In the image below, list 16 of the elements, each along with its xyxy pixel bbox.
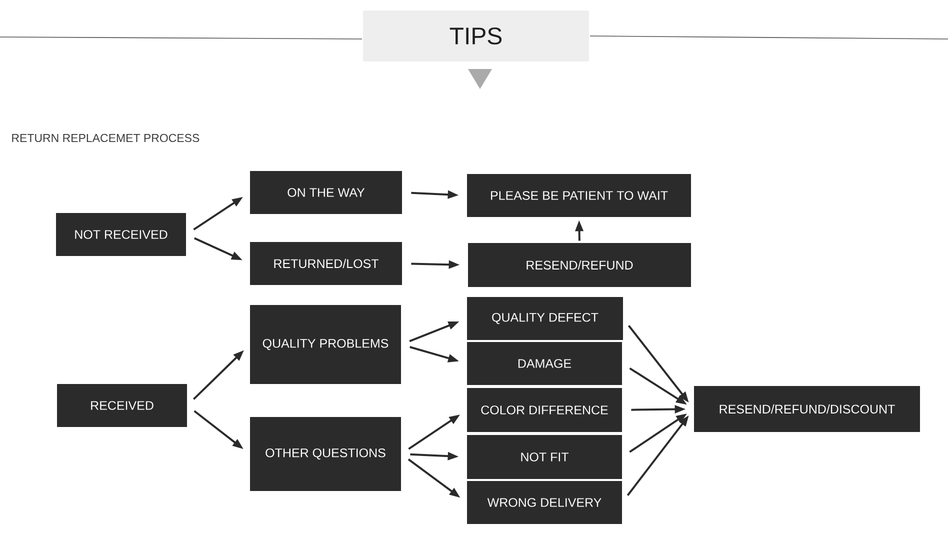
- process-box: QUALITY DEFECT: [467, 296, 623, 340]
- title-banner: TIPS: [363, 10, 589, 62]
- section-heading: RETURN REPLACEMET PROCESS: [12, 134, 200, 142]
- process-box: DAMAGE: [467, 342, 622, 385]
- process-box: NOT RECEIVED: [56, 213, 186, 256]
- process-box: NOT FIT: [467, 434, 622, 479]
- process-box: RESEND/REFUND/DISCOUNT: [694, 386, 920, 432]
- process-box: PLEASE BE PATIENT TO WAIT: [467, 174, 691, 217]
- process-box: ON THE WAY: [250, 171, 402, 214]
- process-box: RESEND/REFUND: [468, 243, 691, 287]
- process-box: RETURNED/LOST: [250, 242, 402, 285]
- process-box: OTHER QUESTIONS: [250, 416, 401, 491]
- process-box: COLOR DIFFERENCE: [467, 388, 622, 432]
- process-box: RECEIVED: [57, 384, 187, 427]
- process-box: WRONG DELIVERY: [467, 480, 622, 524]
- process-box: QUALITY PROBLEMS: [250, 305, 401, 384]
